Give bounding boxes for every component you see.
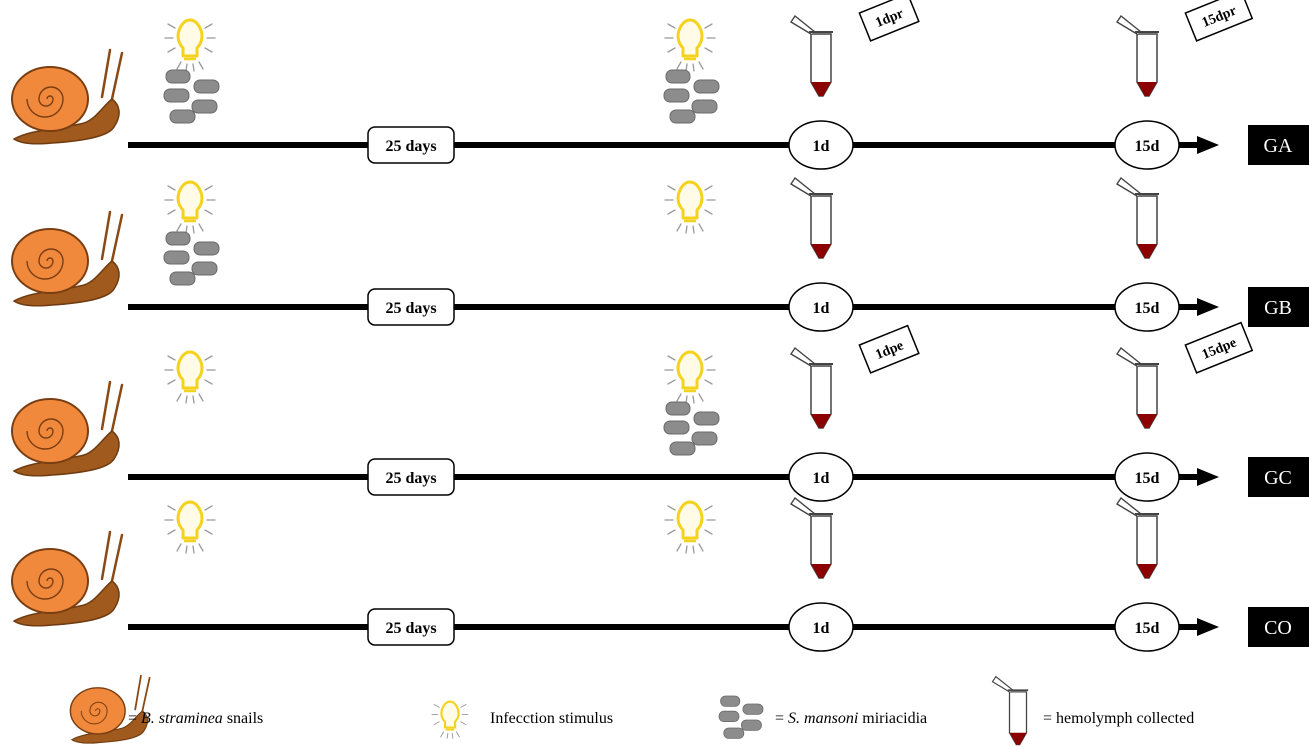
light-bulb-icon (663, 500, 717, 555)
snail-icon (10, 380, 124, 478)
interval-label: 25 days (385, 470, 436, 487)
miracidia-cluster-icon (163, 231, 220, 286)
legend-snail-prefix: = (128, 710, 141, 727)
interval-label: 25 days (385, 620, 436, 637)
legend-miracidia-text: = S. mansoni miriacidia (775, 710, 927, 727)
interval-box (367, 608, 455, 646)
light-bulb-icon (663, 180, 717, 235)
group-row-co: 25 days 1d 15d CO (10, 497, 1309, 652)
collection-tube-icon (790, 347, 834, 429)
sample-tag: 1dpr (858, 0, 920, 42)
interval-label: 25 days (385, 300, 436, 317)
snail-icon (10, 210, 124, 308)
group-label-box (1248, 287, 1309, 327)
group-label-box (1248, 457, 1309, 497)
timepoint-label: 15d (1135, 620, 1160, 637)
legend-miracidia-prefix: = (775, 710, 788, 727)
timeline-arrow (1197, 468, 1219, 486)
timepoint-marker (788, 120, 854, 170)
collection-tube-icon (1116, 347, 1160, 429)
collection-tube-icon (1116, 15, 1160, 97)
timeline-arrow (1197, 298, 1219, 316)
group-label: GB (1264, 297, 1292, 319)
legend-hemolymph-text: = hemolymph collected (1043, 710, 1194, 727)
light-bulb-icon (430, 700, 470, 740)
interval-box (367, 288, 455, 326)
group-label-box (1248, 125, 1309, 165)
interval-box (367, 126, 455, 164)
sample-tag: 15dpe (1184, 321, 1254, 374)
collection-tube-icon (1116, 177, 1160, 259)
miracidia-cluster-icon (663, 69, 720, 124)
snail-icon (10, 48, 124, 146)
timepoint-marker (788, 602, 854, 652)
timepoint-label: 1d (813, 620, 830, 637)
collection-tube-icon (790, 497, 834, 579)
group-label: CO (1264, 617, 1292, 639)
collection-tube-icon (790, 177, 834, 259)
legend-stimulus-text: Infecction stimulus (490, 710, 613, 727)
group-label: GA (1264, 135, 1293, 157)
timepoint-marker (1114, 282, 1180, 332)
legend-snail-text: = B. straminea snails (128, 710, 263, 727)
timepoint-label: 1d (813, 470, 830, 487)
interval-label: 25 days (385, 138, 436, 155)
snail-icon (10, 530, 124, 628)
light-bulb-icon (663, 350, 717, 405)
timepoint-marker (1114, 120, 1180, 170)
timeline-arrow (1197, 618, 1219, 636)
light-bulb-icon (163, 350, 217, 405)
light-bulb-icon (163, 500, 217, 555)
group-label-box (1248, 607, 1309, 647)
group-label: GC (1264, 467, 1292, 489)
miracidia-cluster-icon (718, 695, 764, 739)
legend-snail-species: B. straminea (141, 710, 223, 727)
sample-tag: 1dpe (858, 324, 920, 374)
timepoint-label: 15d (1135, 138, 1160, 155)
timepoint-marker (788, 282, 854, 332)
legend: = B. straminea snails Infecction stimulus… (69, 674, 1194, 746)
timepoint-label: 15d (1135, 470, 1160, 487)
light-bulb-icon (163, 180, 217, 235)
timepoint-label: 15d (1135, 300, 1160, 317)
timepoint-label: 1d (813, 138, 830, 155)
interval-box (367, 458, 455, 496)
timepoint-label: 1d (813, 300, 830, 317)
legend-miracidia-species: S. mansoni (788, 710, 858, 727)
collection-tube-icon (790, 15, 834, 97)
collection-tube-icon (1116, 497, 1160, 579)
timepoint-marker (788, 452, 854, 502)
group-row-gb: 25 days 1d 15d GB (10, 177, 1309, 332)
light-bulb-icon (163, 18, 217, 73)
legend-miracidia-suffix: miriacidia (858, 710, 927, 727)
collection-tube-icon (991, 675, 1030, 746)
sample-tag: 15dpr (1184, 0, 1254, 42)
timepoint-marker (1114, 452, 1180, 502)
timeline-arrow (1197, 136, 1219, 154)
miracidia-cluster-icon (163, 69, 220, 124)
miracidia-cluster-icon (663, 401, 720, 456)
timepoint-marker (1114, 602, 1180, 652)
legend-snail-suffix: snails (223, 710, 263, 727)
light-bulb-icon (663, 18, 717, 73)
